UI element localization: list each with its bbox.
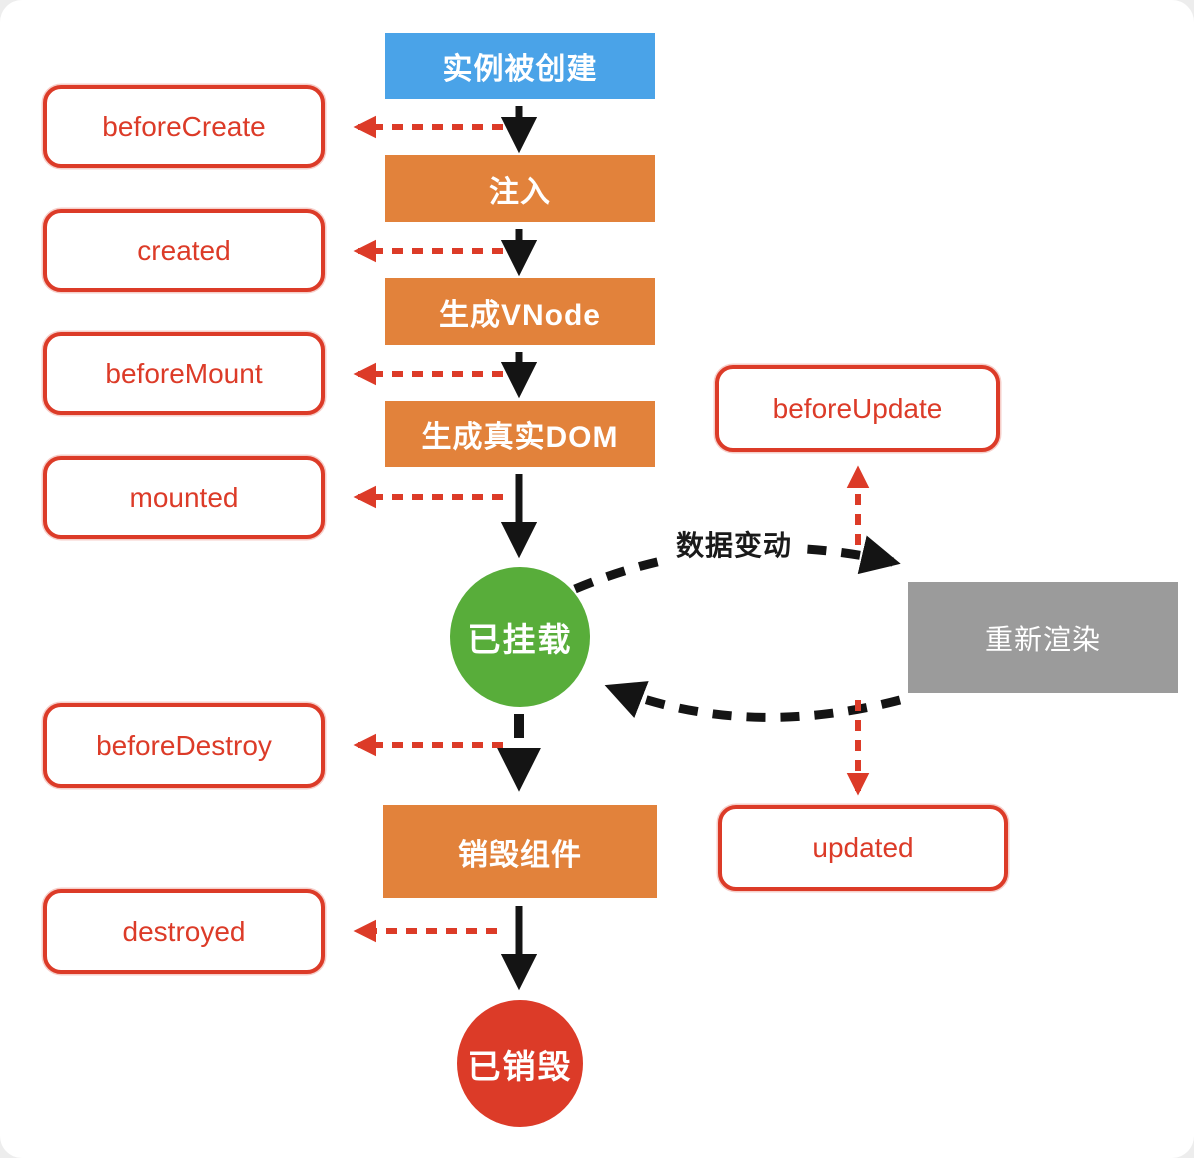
hook-before-update: beforeUpdate [715, 365, 1000, 452]
hook-mounted: mounted [43, 456, 325, 539]
hook-destroyed: destroyed [43, 889, 325, 974]
hook-before-mount: beforeMount [43, 332, 325, 415]
hook-updated: updated [718, 805, 1008, 891]
hook-created: created [43, 209, 325, 292]
label-data-change: 数据变动 [668, 524, 801, 564]
node-generate-real-dom: 生成真实DOM [385, 401, 655, 467]
arrow-rerender-back-curve [604, 681, 902, 722]
node-rerender: 重新渲染 [908, 582, 1178, 693]
node-destroyed-state: 已销毁 [457, 1000, 583, 1127]
node-destroy-component: 销毁组件 [383, 805, 657, 898]
node-mounted-state: 已挂载 [450, 567, 590, 707]
node-instance-created: 实例被创建 [385, 33, 655, 99]
node-inject: 注入 [385, 155, 655, 222]
hook-before-destroy: beforeDestroy [43, 703, 325, 788]
hook-before-create: beforeCreate [43, 85, 325, 168]
node-generate-vnode: 生成VNode [385, 278, 655, 345]
